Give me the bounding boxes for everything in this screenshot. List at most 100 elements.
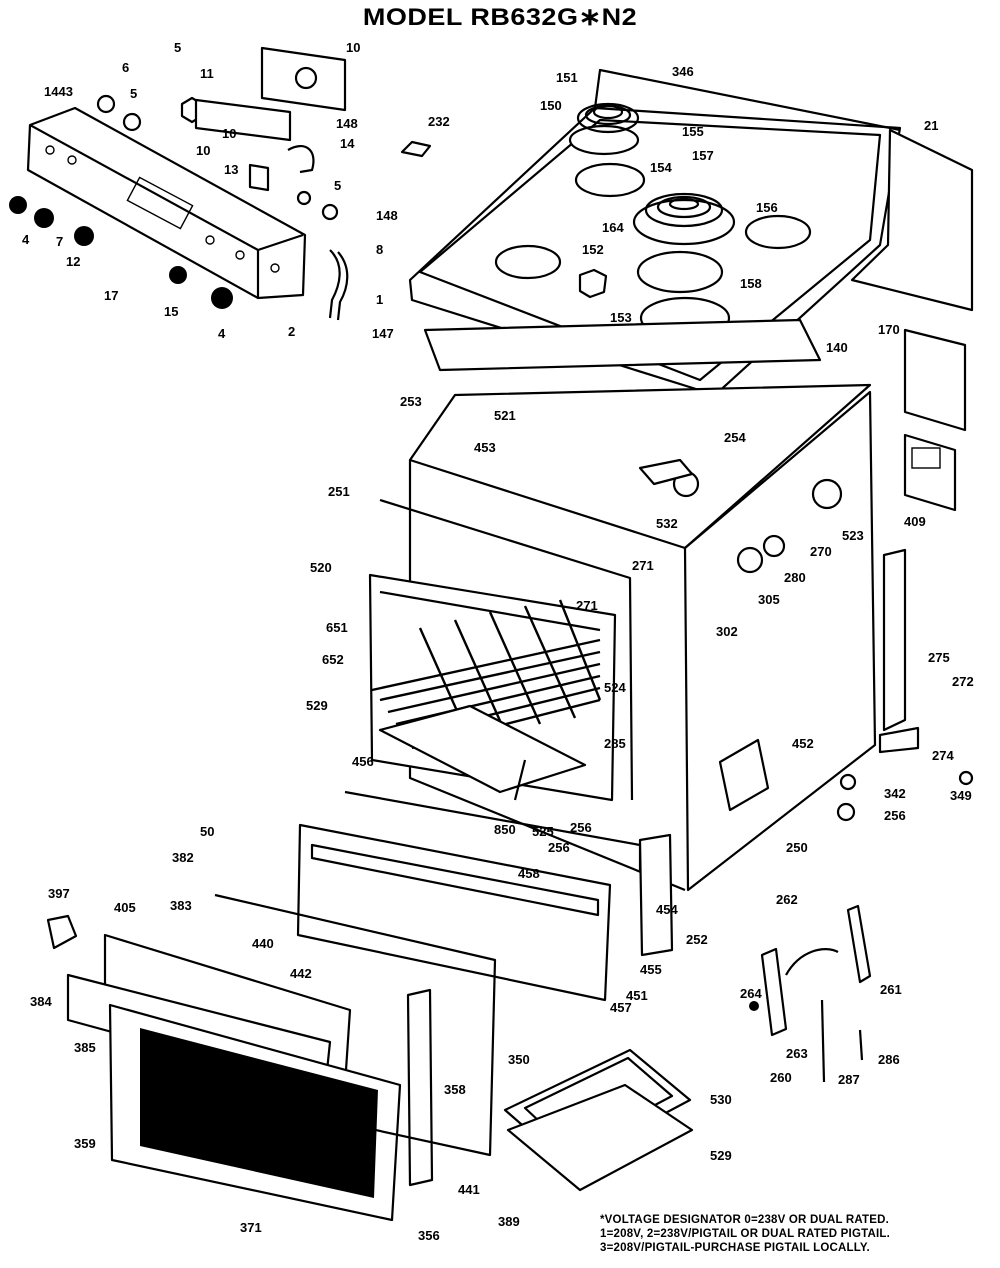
- part-label: 12: [66, 254, 80, 269]
- control-knobs: [9, 94, 339, 309]
- part-label: 389: [498, 1214, 520, 1229]
- part-label: 271: [632, 558, 654, 573]
- part-label: 170: [878, 322, 900, 337]
- part-label: 232: [428, 114, 450, 129]
- part-label: 454: [656, 902, 678, 917]
- broiler-pan: [503, 1048, 694, 1192]
- part-label: 270: [810, 544, 832, 559]
- part-label: 5: [130, 86, 137, 101]
- part-label: 155: [682, 124, 704, 139]
- part-label: 10: [222, 126, 236, 141]
- part-label: 350: [508, 1052, 530, 1067]
- part-label: 384: [30, 994, 52, 1009]
- part-label: 260: [770, 1070, 792, 1085]
- part-label: 158: [740, 276, 762, 291]
- part-label: 152: [582, 242, 604, 257]
- part-label: 156: [756, 200, 778, 215]
- part-label: 456: [352, 754, 374, 769]
- part-label: 15: [164, 304, 178, 319]
- part-label: 263: [786, 1046, 808, 1061]
- part-label: 21: [924, 118, 938, 133]
- part-label: 17: [104, 288, 118, 303]
- part-label: 262: [776, 892, 798, 907]
- part-label: 13: [224, 162, 238, 177]
- part-label: 850: [494, 822, 516, 837]
- voltage-designator-note: *VOLTAGE DESIGNATOR 0=238V OR DUAL RATED…: [600, 1213, 995, 1255]
- part-label: 451: [626, 988, 648, 1003]
- storage-drawer: [296, 790, 674, 1002]
- part-label: 150: [540, 98, 562, 113]
- part-label: 4: [22, 232, 30, 247]
- part-label: 453: [474, 440, 496, 455]
- diagram-title: MODEL RB632G∗N2: [362, 3, 638, 31]
- part-label: 529: [710, 1148, 732, 1163]
- part-label: 524: [604, 680, 626, 695]
- part-label: 5: [174, 40, 181, 55]
- part-label: 153: [610, 310, 632, 325]
- part-label: 441: [458, 1182, 480, 1197]
- part-label: 305: [758, 592, 780, 607]
- note-line: *VOLTAGE DESIGNATOR 0=238V OR DUAL RATED…: [600, 1214, 890, 1226]
- part-label: 50: [200, 824, 214, 839]
- part-label: 371: [240, 1220, 262, 1235]
- part-label: 532: [656, 516, 678, 531]
- oven-body: [368, 318, 974, 892]
- part-label: 342: [884, 786, 906, 801]
- part-label: 164: [602, 220, 624, 235]
- part-label: 261: [880, 982, 902, 997]
- part-label: 251: [328, 484, 350, 499]
- part-label: 382: [172, 850, 194, 865]
- part-label: 256: [884, 808, 906, 823]
- part-label: 455: [640, 962, 662, 977]
- part-label: 405: [114, 900, 136, 915]
- part-label: 1443: [44, 84, 73, 99]
- part-label: 275: [928, 650, 950, 665]
- part-label: 271: [576, 598, 598, 613]
- part-label: 6: [122, 60, 129, 75]
- part-label: 7: [56, 234, 63, 249]
- part-label: 4: [218, 326, 226, 341]
- part-label: 452: [792, 736, 814, 751]
- part-label: 154: [650, 160, 672, 175]
- part-label: 8: [376, 242, 383, 257]
- part-label: 286: [878, 1052, 900, 1067]
- part-label: 280: [784, 570, 806, 585]
- part-label: 148: [336, 116, 358, 131]
- part-label: 346: [672, 64, 694, 79]
- part-label: 302: [716, 624, 738, 639]
- part-label: 11: [200, 66, 214, 81]
- part-label: 250: [786, 840, 808, 855]
- part-label: 385: [74, 1040, 96, 1055]
- part-label: 520: [310, 560, 332, 575]
- door-hinge: [749, 904, 872, 1083]
- note-line: 1=208V, 2=238V/PIGTAIL OR DUAL RATED PIG…: [600, 1228, 890, 1240]
- part-label: 285: [604, 736, 626, 751]
- part-label: 1: [376, 292, 383, 307]
- part-label: 356: [418, 1228, 440, 1243]
- part-label: 140: [826, 340, 848, 355]
- part-label: 5: [334, 178, 341, 193]
- part-label: 457: [610, 1000, 632, 1015]
- part-label: 148: [376, 208, 398, 223]
- part-label: 458: [518, 866, 540, 881]
- part-label: 359: [74, 1136, 96, 1151]
- part-label: 254: [724, 430, 746, 445]
- part-label: 10: [346, 40, 360, 55]
- part-label: 652: [322, 652, 344, 667]
- part-label: 256: [548, 840, 570, 855]
- part-label: 349: [950, 788, 972, 803]
- part-label: 2: [288, 324, 295, 339]
- part-label: 253: [400, 394, 422, 409]
- part-label: 383: [170, 898, 192, 913]
- part-label: 147: [372, 326, 394, 341]
- part-label: 157: [692, 148, 714, 163]
- part-label: 151: [556, 70, 578, 85]
- note-line: 3=208V/PIGTAIL-PURCHASE PIGTAIL LOCALLY.: [600, 1242, 870, 1254]
- oven-door: [46, 893, 497, 1222]
- part-label: 397: [48, 886, 70, 901]
- part-callouts: 1443 5 6 5 11 10 10 10 13 14 148 5 148 8…: [22, 40, 974, 1243]
- part-label: 440: [252, 936, 274, 951]
- part-label: 252: [686, 932, 708, 947]
- back-panel: [850, 128, 974, 512]
